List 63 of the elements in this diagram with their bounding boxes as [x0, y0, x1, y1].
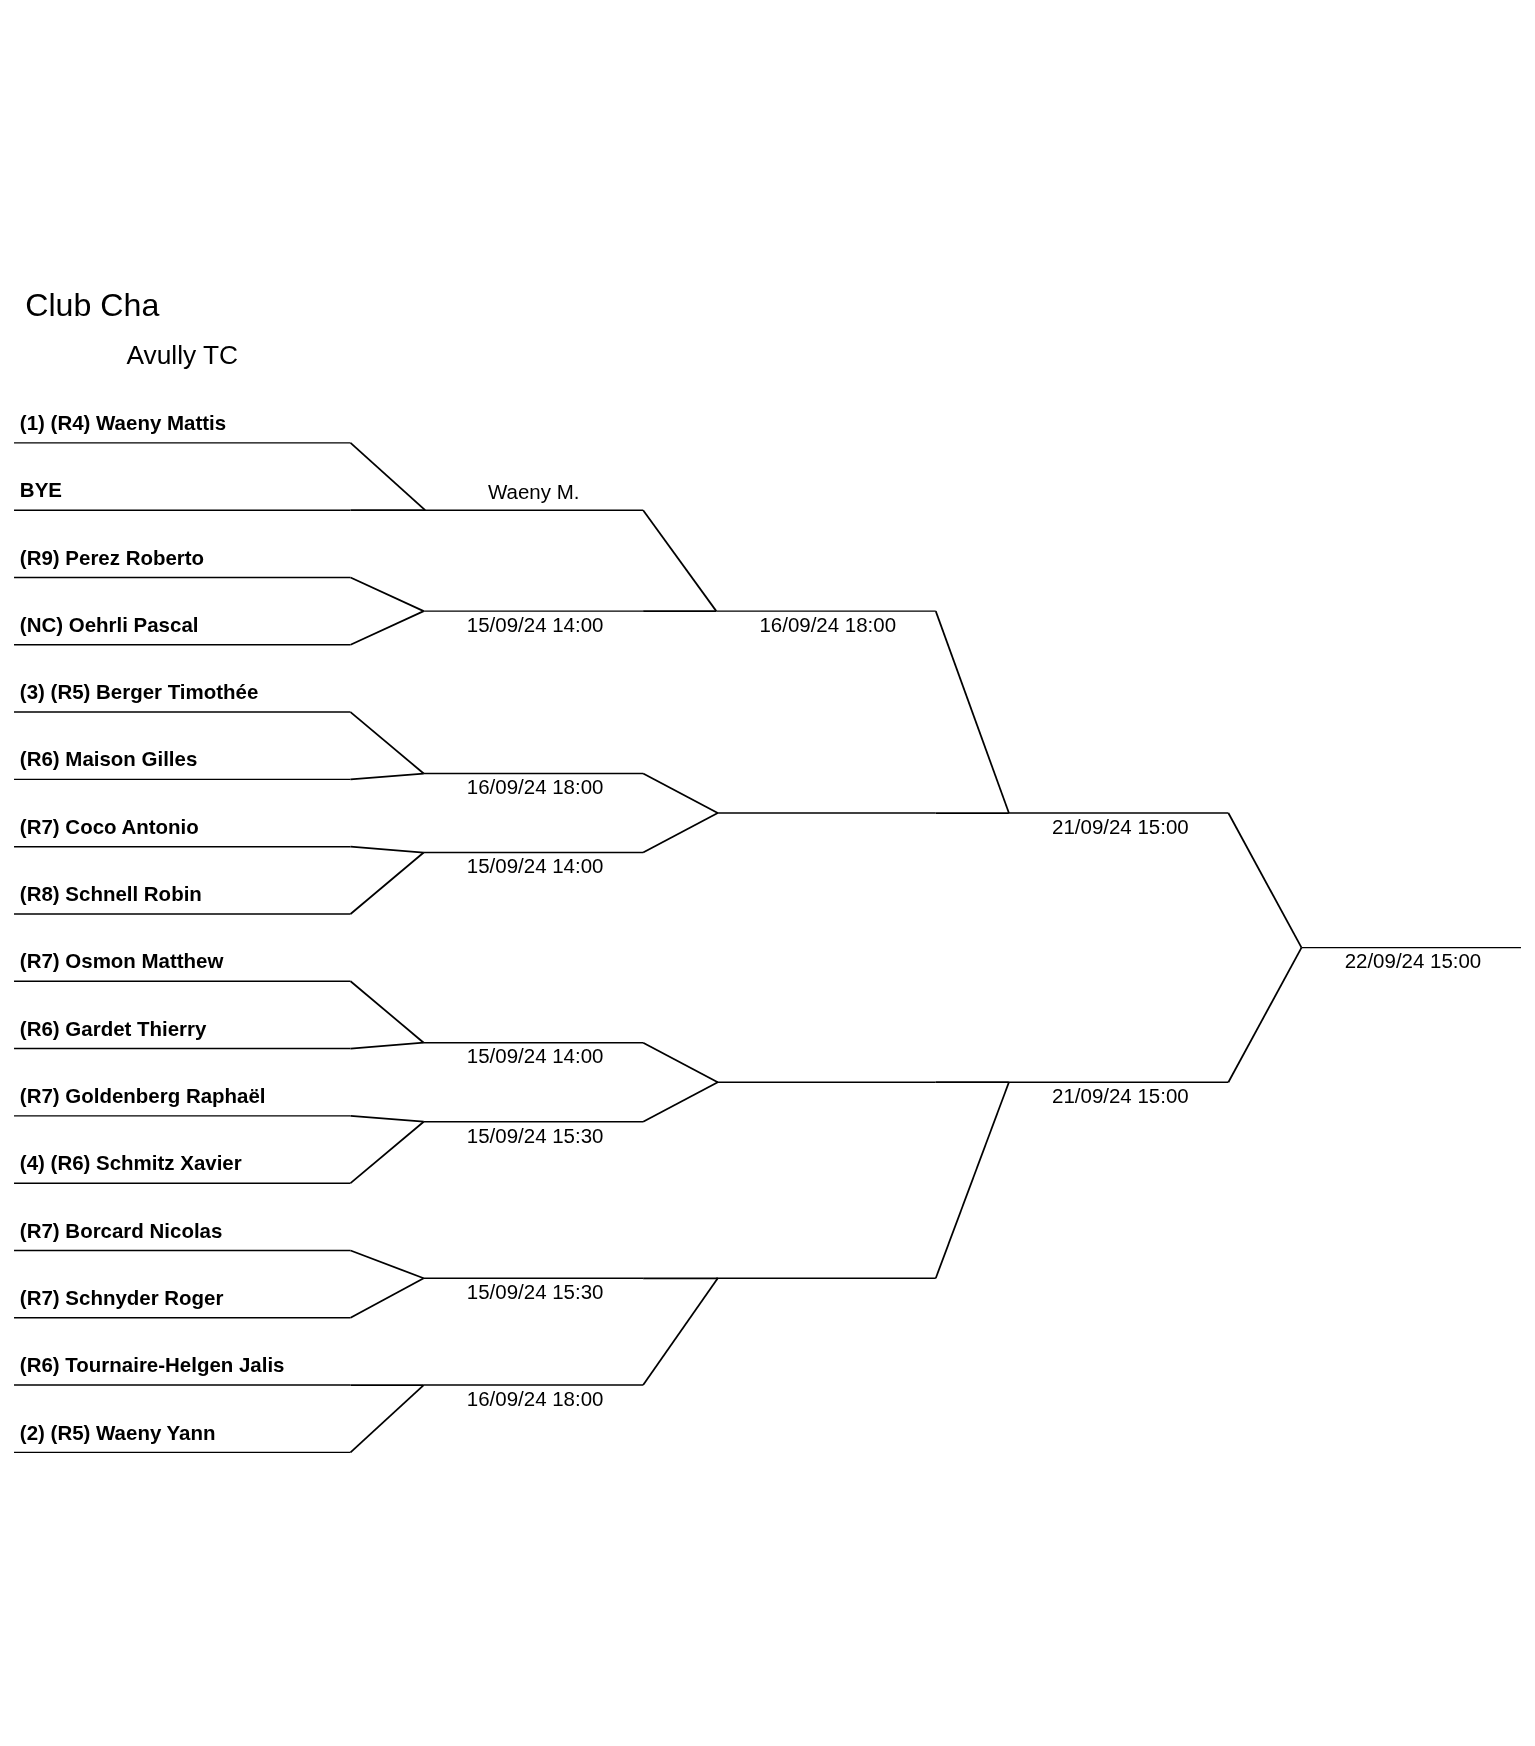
connector: [349, 1115, 425, 1123]
connector: [349, 1277, 425, 1319]
node-text: (R9) Perez Roberto: [19, 545, 205, 569]
connector: [642, 610, 718, 612]
node-text: (NC) Oehrli Pascal: [19, 612, 199, 636]
node-text: (R6) Gardet Thierry: [19, 1016, 207, 1040]
node-text: 16/09/24 18:00: [466, 775, 604, 799]
node-text: 21/09/24 15:00: [1052, 814, 1189, 838]
connector: [1227, 946, 1303, 1084]
node-line: [715, 812, 937, 814]
connector: [349, 980, 425, 1044]
connector: [349, 610, 425, 646]
node-line: [715, 1277, 937, 1279]
node-text: (R8) Schnell Robin: [19, 882, 202, 906]
connector: [349, 1384, 425, 1386]
connector: [349, 711, 425, 775]
connector: [349, 772, 425, 781]
node-text: 15/09/24 15:30: [466, 1123, 604, 1147]
connector: [642, 1081, 719, 1123]
node-text: Waeny M.: [488, 479, 580, 503]
connector: [349, 1249, 425, 1280]
connector: [349, 1384, 425, 1454]
connector: [642, 1277, 719, 1386]
node-text: (R7) Borcard Nicolas: [19, 1218, 223, 1242]
connector: [934, 610, 1010, 814]
node-text: 16/09/24 18:00: [466, 1386, 604, 1410]
node-text: 21/09/24 15:00: [1052, 1083, 1189, 1107]
connector: [349, 1041, 425, 1050]
diagram-title: Club Cha: [25, 287, 160, 324]
node-text: (R7) Schnyder Roger: [19, 1285, 224, 1309]
connector: [349, 576, 425, 612]
node-text: 15/09/24 14:00: [466, 1044, 604, 1068]
node-text: (2) (R5) Waeny Yann: [19, 1420, 216, 1444]
node-text: (3) (R5) Berger Timothée: [19, 680, 259, 704]
node-text: (R7) Osmon Matthew: [19, 949, 224, 973]
node-text: (R7) Goldenberg Raphaël: [19, 1083, 266, 1107]
node-text: BYE: [19, 478, 62, 502]
node-text: 15/09/24 15:30: [466, 1280, 604, 1304]
connector: [934, 1081, 1010, 1280]
node-line: [715, 1081, 937, 1083]
connector: [349, 442, 427, 512]
connector: [349, 845, 425, 854]
node-text: 15/09/24 14:00: [466, 612, 604, 636]
connector: [642, 509, 718, 612]
node-text: (1) (R4) Waeny Mattis: [19, 410, 227, 434]
connector: [1227, 812, 1303, 949]
connector: [349, 851, 425, 915]
node-text: (R7) Coco Antonio: [19, 814, 199, 838]
connector: [934, 812, 1010, 814]
node-text: 22/09/24 15:00: [1344, 949, 1482, 973]
node-text: (R6) Maison Gilles: [19, 747, 198, 771]
connector: [642, 1041, 719, 1084]
connector: [349, 509, 427, 512]
connector: [642, 772, 719, 814]
connector: [934, 1081, 1010, 1084]
connector: [642, 1277, 719, 1280]
connector: [642, 812, 719, 854]
node-text: 15/09/24 14:00: [466, 854, 604, 878]
node-text: (4) (R6) Schmitz Xavier: [19, 1151, 242, 1175]
node-text: (R6) Tournaire-Helgen Jalis: [19, 1353, 285, 1377]
node-text: 16/09/24 18:00: [759, 612, 897, 636]
connector: [349, 1120, 425, 1185]
label: Avully TC: [126, 340, 239, 371]
